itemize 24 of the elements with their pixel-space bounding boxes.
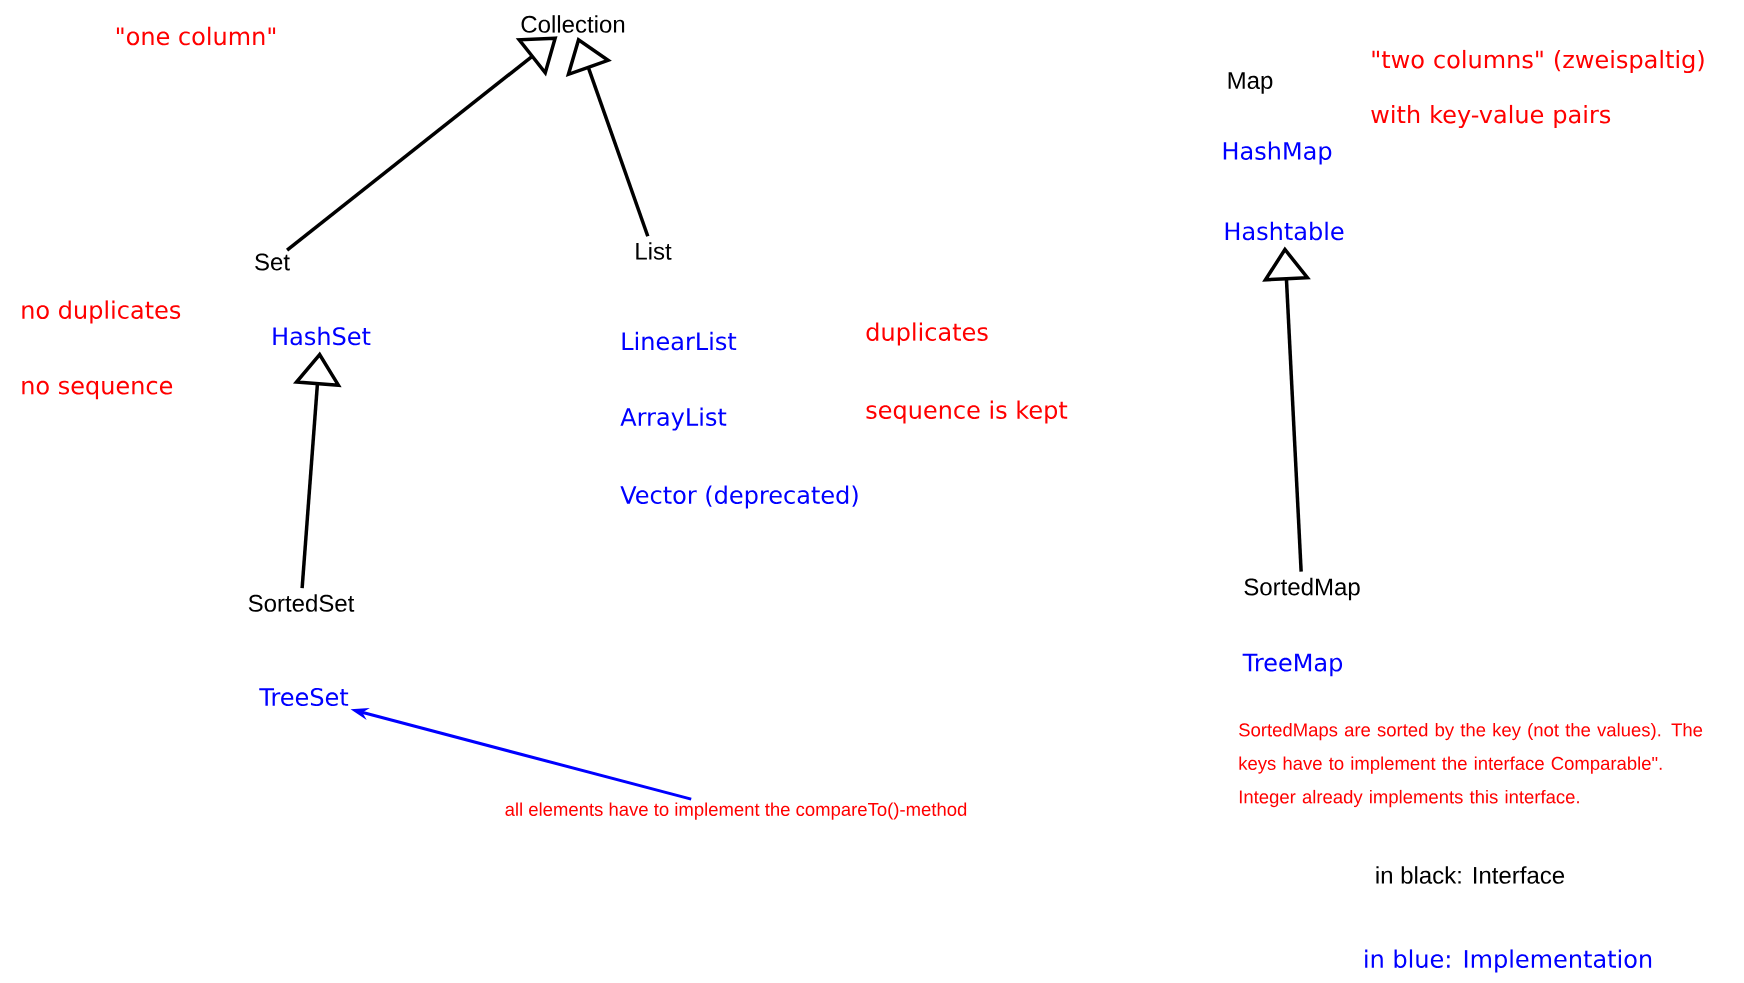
class-name: Vector (deprecated)	[620, 485, 858, 509]
note-text: no sequence	[22, 380, 173, 400]
class-name: HashMap	[1223, 141, 1332, 165]
note-text: "one column"	[116, 26, 276, 46]
label-text: Map	[1228, 72, 1273, 94]
class-name: List	[636, 242, 672, 260]
class-name: LinearList	[622, 331, 737, 351]
class-name: Hashtable	[1225, 221, 1344, 241]
note-text: all elements have to implement the compareTo()-method	[505, 802, 967, 820]
note-text: sequence is kept	[866, 400, 1068, 424]
note-text: "two columns" (zweispaltig) with key-value pairs	[1371, 49, 1704, 129]
legend-text: in blue: Implementation	[1365, 949, 1652, 973]
class-name: TreeSet	[259, 687, 349, 707]
class-name: ArrayList	[620, 407, 727, 431]
class-name: SortedMap	[1244, 577, 1360, 601]
class-name: TreeMap	[1242, 653, 1343, 677]
class-name: Set	[255, 253, 290, 271]
class-name: HashSet	[273, 326, 371, 346]
note-text: duplicates	[866, 322, 988, 346]
class-name: SortedSet	[248, 594, 355, 612]
note-text: no duplicates	[22, 300, 181, 324]
note-text: SortedMaps are sorted by the key (not the values). The keys have to implement the interface Comparable". Integer already implements this interface.	[1239, 722, 1703, 808]
legend-text: in black: Interface	[1376, 866, 1565, 884]
class-name: Collection	[521, 15, 625, 33]
